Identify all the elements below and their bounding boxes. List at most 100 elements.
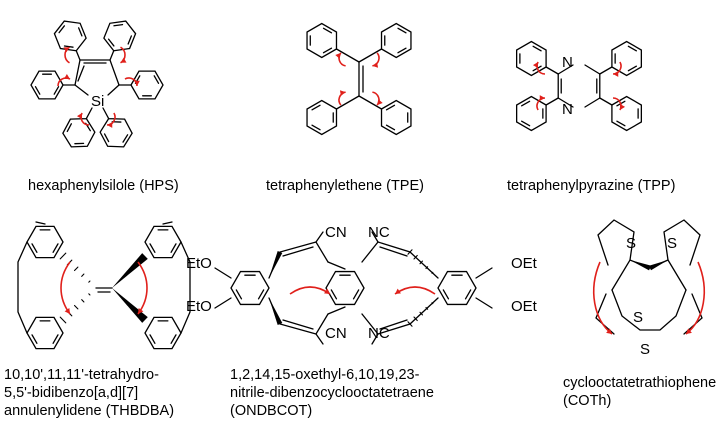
aromatic-double-bond xyxy=(464,289,472,300)
atom-nc-top-ondbcot: NC xyxy=(368,224,390,241)
nitrile-bond xyxy=(315,231,324,243)
atom-eto-top-ondbcot: EtO xyxy=(186,255,212,272)
atom-s-mid-coth: S xyxy=(633,309,643,326)
bond xyxy=(327,306,346,315)
cot-ring-bond xyxy=(361,241,439,279)
cot-ring-bond xyxy=(361,297,439,335)
nitrile-bond xyxy=(315,333,324,345)
aromatic-double-bond xyxy=(52,334,59,344)
rotation-arrow-ondbcot-head xyxy=(395,288,401,294)
aromatic-double-bond xyxy=(521,120,531,127)
phenyl-bond xyxy=(358,95,383,110)
phenyl-ring-tpp xyxy=(515,95,547,132)
aromatic-double-bond xyxy=(521,100,531,107)
atom-oet-bottom-ondbcot: OEt xyxy=(511,298,538,315)
aromatic-double-bond xyxy=(107,38,115,47)
bond xyxy=(327,261,346,270)
hashed-bond-ondbcot xyxy=(425,306,429,310)
rotation-arrow-tpe-head xyxy=(372,62,379,68)
label-thbdba-line3: annulenylidene (THBDBA) xyxy=(4,403,175,419)
ether-bond xyxy=(214,267,232,279)
label-coth-line2: (COTh) xyxy=(563,393,612,409)
benzo-ring-thbdba xyxy=(26,225,64,259)
aromatic-double-bond xyxy=(322,47,333,54)
aromatic-double-bond xyxy=(127,35,133,45)
phenyl-bond xyxy=(335,95,360,110)
aromatic-double-bond xyxy=(78,27,83,37)
aromatic-double-bond xyxy=(53,86,60,95)
aromatic-double-bond xyxy=(330,289,338,300)
rotation-arrow-thbdba-head xyxy=(64,308,70,314)
aromatic-double-bond xyxy=(627,45,637,52)
phenyl-ring-tpe xyxy=(380,22,412,59)
thiophene-ring-bond xyxy=(683,293,703,335)
phenyl-bond xyxy=(358,48,383,63)
rotation-arrow-thbdba-head xyxy=(138,308,144,314)
label-thbdba-line2: 5,5'-bidibenzo[a,d][7] xyxy=(4,385,139,401)
wedge-bond-coth xyxy=(630,260,651,271)
phenyl-bond xyxy=(102,107,110,120)
aromatic-double-bond xyxy=(616,120,626,127)
ethano-bridge-bond xyxy=(180,241,191,334)
phenyl-bond xyxy=(599,97,613,106)
aromatic-double-bond xyxy=(397,47,407,54)
label-thbdba-line1: 10,10',11,11'-tetrahydro- xyxy=(4,367,159,383)
phenyl-ring-tpp xyxy=(611,40,643,77)
rotation-arrow-coth xyxy=(593,261,613,335)
thiophene-ring-bond xyxy=(595,293,615,335)
rotation-arrow-thbdba xyxy=(60,261,71,315)
aromatic-double-bond xyxy=(311,104,321,111)
aromatic-double-bond xyxy=(52,243,59,253)
hashed-bond-ondbcot xyxy=(413,316,418,322)
aromatic-double-bond xyxy=(257,289,265,300)
atom-cn-top-ondbcot: CN xyxy=(325,224,347,241)
rotation-arrow-hps-head xyxy=(120,57,127,63)
rotation-arrows xyxy=(57,46,705,335)
aromatic-double-bond xyxy=(31,243,38,253)
phenyl-ring-hps xyxy=(99,117,133,148)
atom-n-bottom-tpp: N xyxy=(562,101,573,118)
wedge-bond-ondbcot xyxy=(269,298,283,325)
pyrazine-ring-bond xyxy=(557,64,574,75)
dialkoxy-benzo-ring xyxy=(230,270,270,306)
rotation-arrow-coth-head xyxy=(606,328,612,334)
wedge-bond-coth xyxy=(648,260,668,271)
phenyl-ring-tpp xyxy=(515,40,547,77)
hashed-bond-thbdba xyxy=(81,299,85,303)
bond xyxy=(162,221,173,225)
rotation-arrow-coth-head xyxy=(686,328,692,334)
aromatic-double-bond xyxy=(322,27,333,34)
aromatic-double-bond xyxy=(149,243,156,253)
phenyl-ring-tpp xyxy=(611,95,643,132)
rotation-arrow-tpp-head xyxy=(539,95,545,101)
pyrazine-ring-bond xyxy=(557,97,574,108)
aromatic-double-bond xyxy=(235,289,243,300)
thiophene-ring-bond xyxy=(663,219,701,266)
hashed-bond-thbdba xyxy=(88,280,91,283)
aromatic-double-bond xyxy=(311,124,321,131)
atom-nc-bottom-ondbcot: NC xyxy=(368,325,390,342)
bond-lines xyxy=(17,20,703,350)
hashed-bond-ondbcot xyxy=(419,311,423,316)
atom-oet-top-ondbcot: OEt xyxy=(511,255,538,272)
rotation-arrow-tpe-head xyxy=(339,90,346,96)
phenyl-ring-hps xyxy=(30,70,64,100)
hashed-bond-ondbcot xyxy=(431,271,434,274)
cot-double-bond xyxy=(379,246,408,257)
bond xyxy=(35,221,46,225)
silole-double-bond xyxy=(77,65,85,82)
aromatic-double-bond xyxy=(149,334,156,344)
thiophene-ring-bond xyxy=(597,219,635,266)
rotation-arrow-hps-head xyxy=(63,47,70,53)
rotation-arrow-tpp-head xyxy=(619,104,626,110)
atom-s-bottom-coth: S xyxy=(640,341,650,358)
cot-double-bond xyxy=(282,246,314,257)
aromatic-double-bond xyxy=(532,45,542,52)
aromatic-double-bond xyxy=(352,289,360,300)
label-ondbcot-line3: (ONDBCOT) xyxy=(230,403,313,419)
aromatic-double-bond xyxy=(385,124,396,131)
hashed-bond-ondbcot xyxy=(425,266,429,270)
phenyl-bond xyxy=(335,48,360,63)
